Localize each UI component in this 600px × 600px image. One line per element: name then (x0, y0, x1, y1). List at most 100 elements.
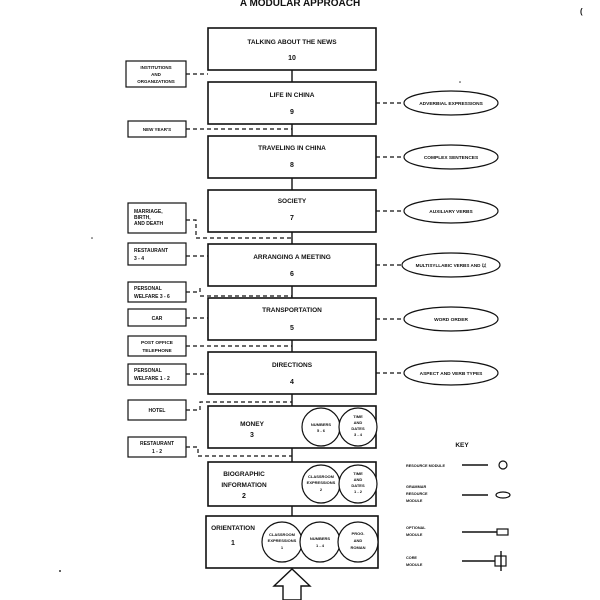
resource-label: INSTITUTIONS (140, 65, 171, 70)
resource-module-hotel[interactable]: HOTEL (127, 399, 187, 421)
core-module-number: 6 (290, 271, 294, 278)
grammar-label: WORD ORDER (434, 317, 468, 323)
key-label: OPTIONAL (406, 526, 426, 530)
grammar-label: COMPLEX SENTENCES (424, 155, 479, 161)
core-module-9[interactable]: LIFE IN CHINA 9 (207, 81, 377, 125)
key-label: MODULE (406, 533, 423, 537)
resource-label: HOTEL (149, 408, 166, 414)
core-module-number: 9 (290, 109, 294, 116)
key-label: MODULE (406, 563, 423, 567)
scan-speck (91, 237, 93, 239)
core-module-name: TALKING ABOUT THE NEWS (247, 39, 337, 46)
resource-module-new-years[interactable]: NEW YEAR'S (127, 120, 187, 138)
up-arrow-icon (272, 568, 312, 600)
resource-label: PERSONAL (134, 286, 162, 292)
circle-label: TIME (353, 414, 363, 419)
core-module-name: DIRECTIONS (272, 362, 313, 369)
scan-speck (459, 81, 461, 83)
resource-label: TELEPHONE (142, 348, 172, 354)
key-label: RESOURCE (406, 492, 428, 496)
core-module-name: ARRANGING A MEETING (253, 254, 331, 261)
circle-label: DATES (351, 426, 365, 431)
circle-label: PROG. (352, 531, 365, 536)
circle-label: 2 (320, 487, 323, 492)
core-module-name: TRAVELING IN CHINA (258, 145, 326, 152)
resource-module-marriage[interactable]: MARRIAGE, BIRTH, AND DEATH (127, 202, 187, 234)
core-module-name: TRANSPORTATION (262, 307, 322, 314)
resource-label: PERSONAL (134, 368, 162, 374)
core-module-number: 2 (242, 493, 246, 500)
grammar-module-aspect-and-verb-types[interactable]: ASPECT AND VERB TYPES (403, 360, 499, 386)
resource-label: RESTAURANT (134, 248, 168, 254)
scan-speck (59, 570, 61, 572)
grammar-module-complex-sentences[interactable]: COMPLEX SENTENCES (403, 144, 499, 170)
resource-label: AND (151, 72, 161, 77)
core-module-name-line2: INFORMATION (221, 482, 267, 489)
grammar-label: ADVERBIAL EXPRESSIONS (419, 101, 483, 107)
resource-module-restaurant-1-2[interactable]: RESTAURANT 1 - 2 (127, 436, 187, 458)
circle-label: TIME (353, 471, 363, 476)
resource-module-personal-welfare-1-2[interactable]: PERSONAL WELFARE 1 - 2 (127, 363, 187, 386)
circle-label: CLASSROOM (269, 532, 296, 537)
resource-module-institutions[interactable]: INSTITUTIONS AND ORGANIZATIONS (125, 60, 187, 88)
core-module-number: 1 (231, 540, 235, 547)
circle-label: NUMBERS (310, 536, 331, 541)
core-module-number: 3 (250, 432, 254, 439)
circle-label: 5 - 6 (317, 428, 326, 433)
legend-key: KEY RESOURCE MODULE GRAMMAR RESOURCE MOD… (406, 442, 511, 571)
grammar-module-adverbial-expressions[interactable]: ADVERBIAL EXPRESSIONS (403, 90, 499, 116)
core-module-number: 4 (290, 379, 294, 386)
core-module-name: LIFE IN CHINA (270, 92, 315, 99)
core-module-10[interactable]: TALKING ABOUT THE NEWS 10 (207, 27, 377, 71)
key-label: CORE (406, 556, 417, 560)
circle-label: 1 (281, 545, 284, 550)
core-module-name-line1: BIOGRAPHIC (223, 471, 265, 478)
circle-label: ROMAN (350, 545, 365, 550)
circle-label: AND (354, 477, 363, 482)
resource-label: ORGANIZATIONS (137, 79, 174, 84)
diagram-title: A MODULAR APPROACH (240, 0, 360, 9)
money-circles: NUMBERS 5 - 6 TIME AND DATES 3 - 4 (301, 407, 378, 447)
grammar-label: ASPECT AND VERB TYPES (420, 371, 484, 377)
circle-label: 1 - 2 (354, 489, 363, 494)
key-title: KEY (455, 442, 469, 449)
circle-label: NUMBERS (311, 422, 332, 427)
resource-label: AND DEATH (134, 221, 163, 227)
resource-label: WELFARE 3 - 6 (134, 294, 170, 300)
circle-label: AND (354, 538, 363, 543)
circle-label: 3 - 4 (354, 432, 363, 437)
resource-label: 3 - 4 (134, 256, 144, 262)
resource-label: POST OFFICE (141, 340, 174, 346)
resource-label: RESTAURANT (140, 441, 174, 447)
resource-label: WELFARE 1 - 2 (134, 376, 170, 382)
core-module-4[interactable]: DIRECTIONS 4 (207, 351, 377, 395)
core-module-5[interactable]: TRANSPORTATION 5 (207, 297, 377, 341)
core-module-6[interactable]: ARRANGING A MEETING 6 (207, 243, 377, 287)
key-label: MODULE (406, 499, 423, 503)
margin-mark: ( (580, 7, 583, 16)
grammar-module-auxiliary-verbs[interactable]: AUXILIARY VERBS (403, 198, 499, 224)
grammar-module-multisyllabic-verbs[interactable]: MULTISYLLABIC VERBS AND 以 (401, 252, 501, 278)
core-module-number: 7 (290, 215, 294, 222)
resource-module-car[interactable]: CAR (127, 308, 187, 327)
circle-label: 1 - 4 (316, 543, 325, 548)
circle-label: AND (354, 420, 363, 425)
resource-module-personal-welfare-3-6[interactable]: PERSONAL WELFARE 3 - 6 (127, 281, 187, 303)
key-label: GRAMMAR (406, 485, 427, 489)
core-module-7[interactable]: SOCIETY 7 (207, 189, 377, 233)
circle-label: DATES (351, 483, 365, 488)
resource-module-restaurant-3-4[interactable]: RESTAURANT 3 - 4 (127, 242, 187, 266)
grammar-label: MULTISYLLABIC VERBS AND 以 (416, 263, 487, 269)
core-module-name: ORIENTATION (211, 525, 255, 532)
resource-label: BIRTH, (134, 215, 151, 221)
grammar-module-word-order[interactable]: WORD ORDER (403, 306, 499, 332)
orientation-circles: CLASSROOM EXPRESSIONS 1 NUMBERS 1 - 4 PR… (261, 521, 379, 563)
core-module-number: 10 (288, 55, 296, 62)
key-label: RESOURCE MODULE (406, 464, 445, 468)
resource-module-post-office[interactable]: POST OFFICE TELEPHONE (127, 335, 187, 357)
core-module-name: MONEY (240, 421, 265, 428)
resource-label: CAR (152, 316, 163, 322)
core-module-8[interactable]: TRAVELING IN CHINA 8 (207, 135, 377, 179)
grammar-label: AUXILIARY VERBS (429, 209, 473, 215)
